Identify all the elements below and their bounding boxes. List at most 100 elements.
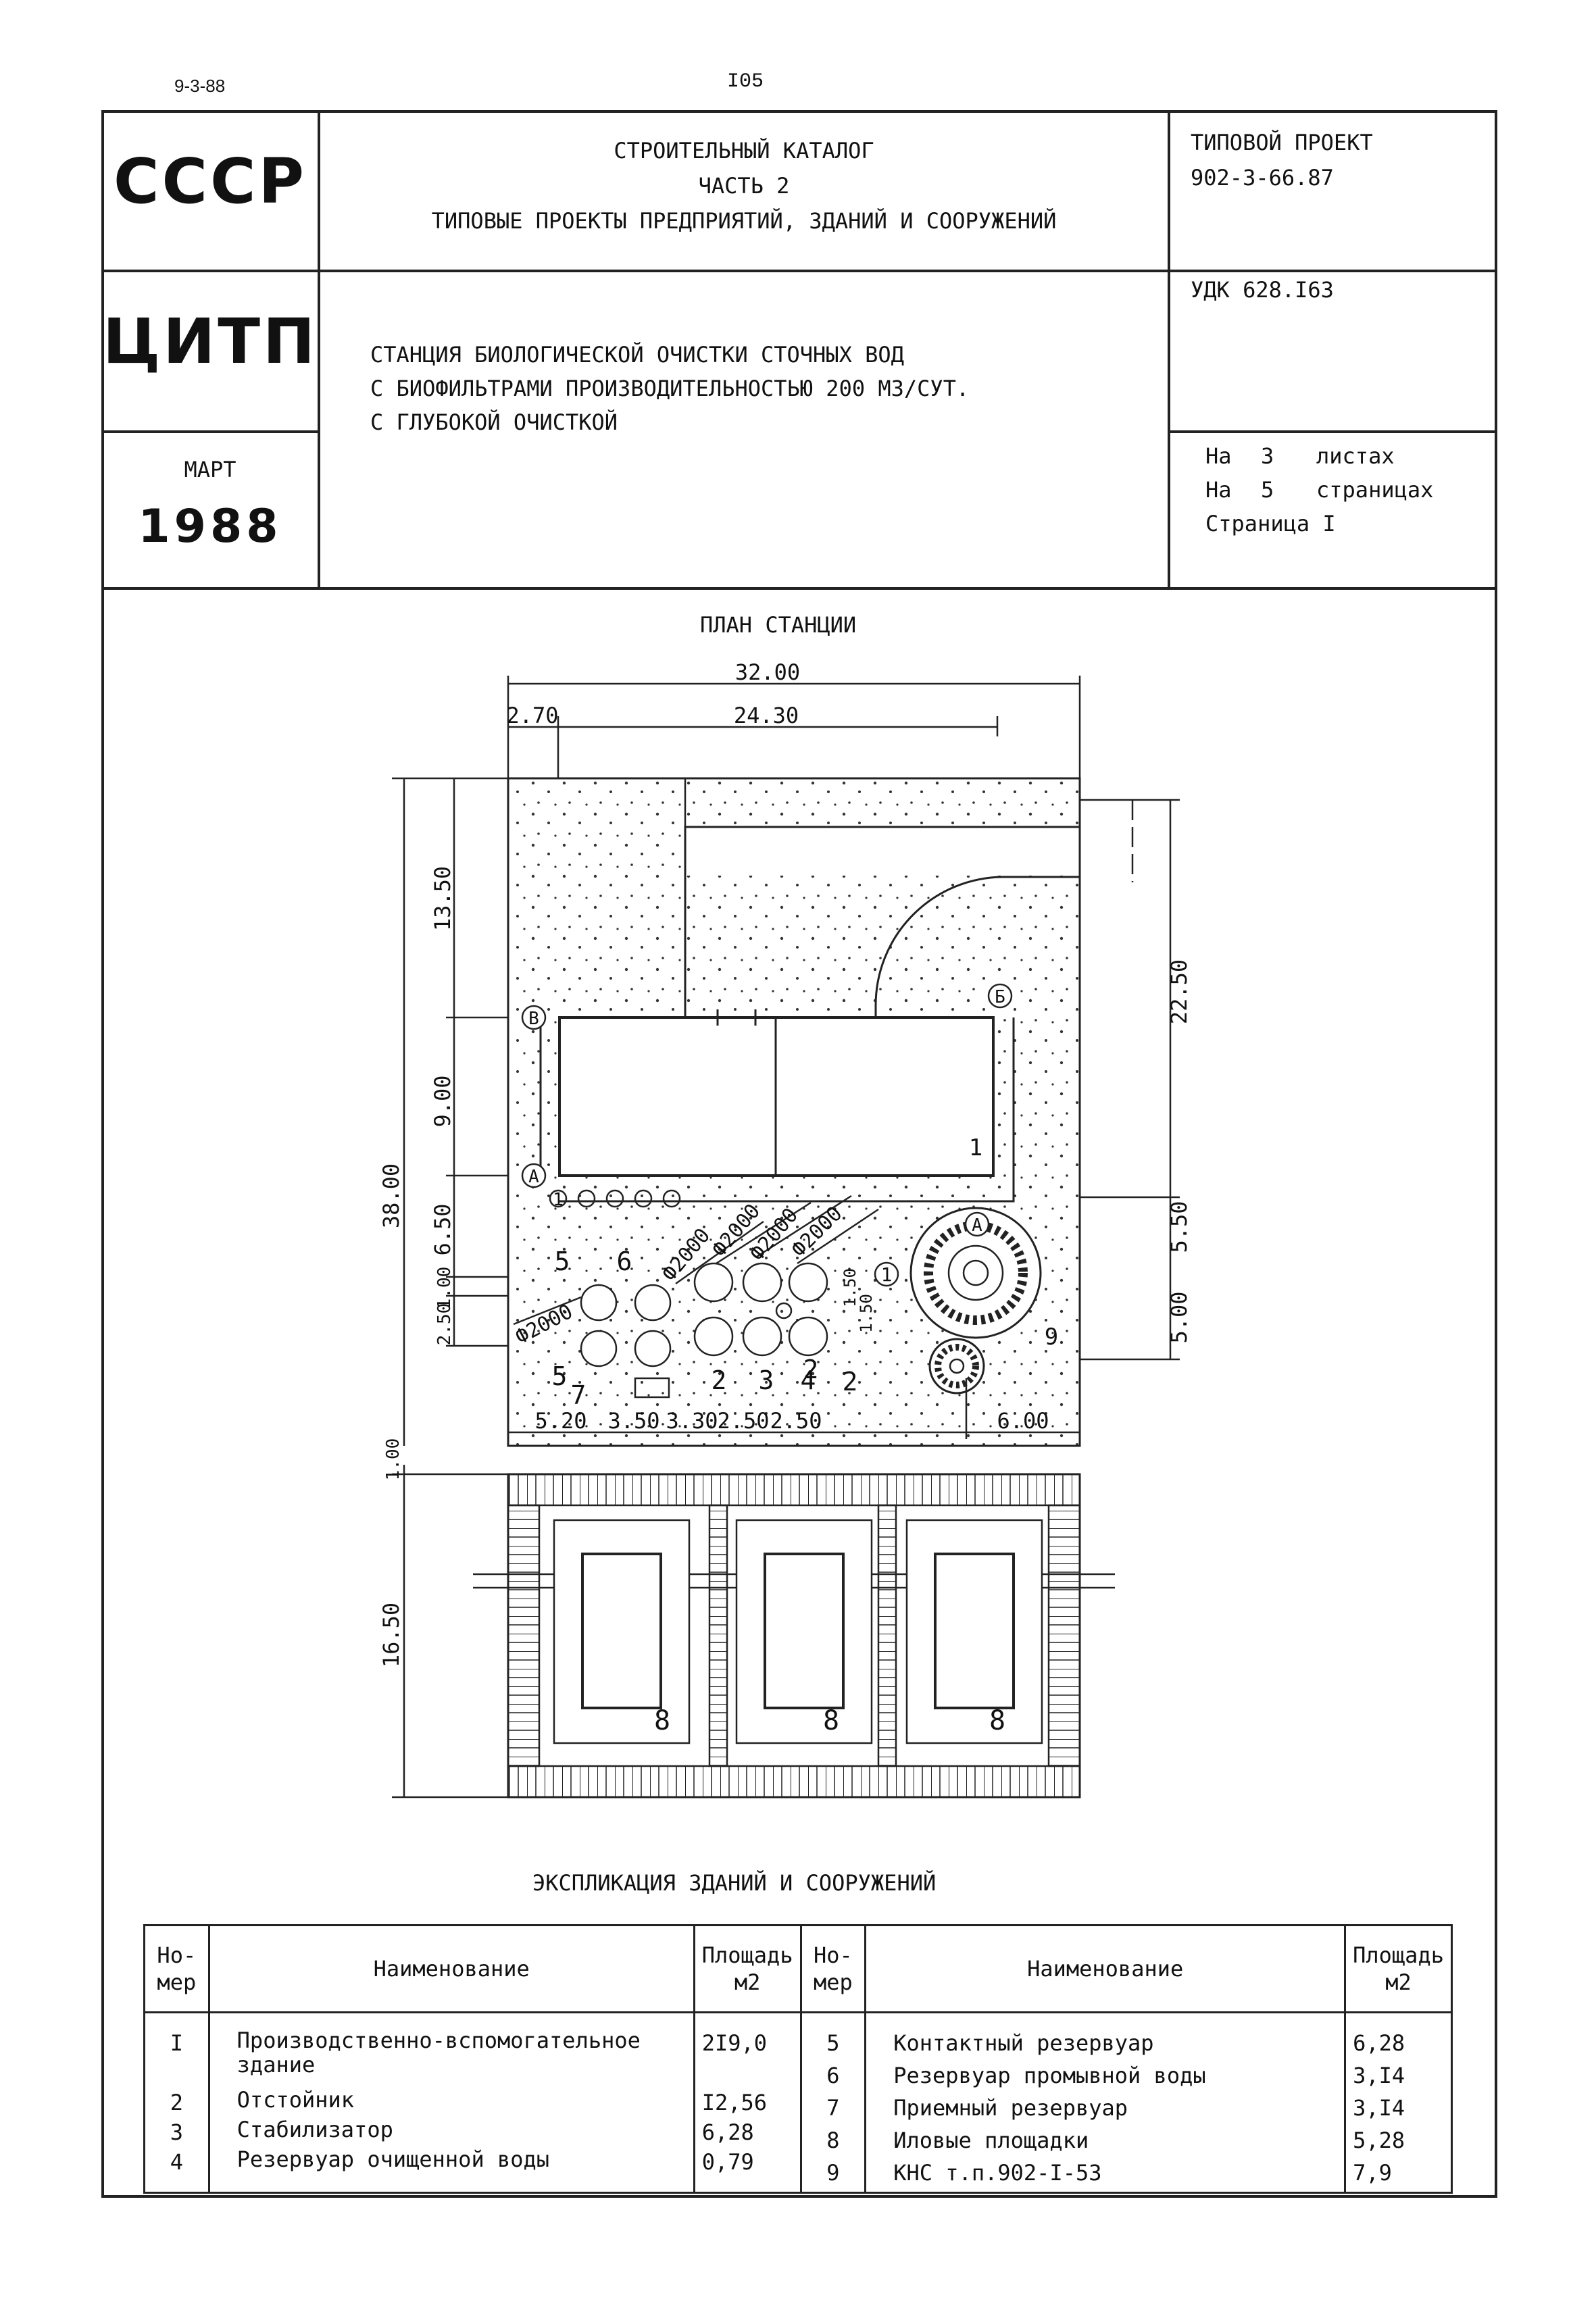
list-item: 0,79 <box>701 2149 754 2175</box>
pages-label-c: страницах <box>1316 477 1434 503</box>
org-citp: ЦИТП <box>102 305 318 378</box>
structure-number: 2 <box>712 1365 727 1395</box>
header-num: Но- мер <box>799 1924 867 2013</box>
structure-number: 4 <box>801 1365 816 1395</box>
left-areas: 2I9,0 I2,56 6,28 0,79 <box>693 2012 802 2194</box>
catalog-line2: ЧАСТЬ 2 <box>698 173 790 199</box>
title-line3: С ГЛУБОКОЙ ОЧИСТКОЙ <box>370 409 618 435</box>
dim-inner-width: 24.30 <box>734 703 799 728</box>
list-item: 9 <box>826 2160 840 2186</box>
list-item: 6,28 <box>1353 2030 1405 2056</box>
title-line2: С БИОФИЛЬТРАМИ ПРОИЗВОДИТЕЛЬНОСТЬЮ 200 М… <box>370 376 970 401</box>
right-nums: 5 6 7 8 9 <box>799 2012 867 2194</box>
dim-left-offset: 2.70 <box>506 703 558 728</box>
list-item: 3 <box>170 2119 183 2145</box>
dim-total-width: 32.00 <box>735 659 800 685</box>
dim-b-330: 3.30 <box>666 1408 718 1434</box>
page-frame <box>101 110 1497 2198</box>
structure-number: 8 <box>823 1705 839 1736</box>
dim-h-100: 1.00 <box>434 1267 455 1309</box>
structure-number: 5 <box>555 1247 570 1276</box>
sheets-count: 3 <box>1261 443 1274 469</box>
dim-h-upper: 13.50 <box>430 866 455 931</box>
explication-title: ЭКСПЛИКАЦИЯ ЗДАНИЙ И СООРУЖЕНИЙ <box>532 1870 937 1896</box>
structure-number: 1 <box>881 1263 893 1286</box>
structure-number: 6 <box>617 1247 632 1276</box>
plan-title: ПЛАН СТАНЦИИ <box>700 612 857 638</box>
axis-label: Б <box>995 987 1005 1007</box>
list-item: Производственно-вспомогательное здание <box>236 2028 641 2078</box>
list-item: I <box>170 2030 183 2056</box>
list-item: Резервуар промывной воды <box>893 2063 1206 2088</box>
sheet-code: 9-3-88 <box>174 76 226 96</box>
header-name: Наименование <box>864 1924 1347 2013</box>
sheets-label-a: На <box>1205 443 1232 469</box>
right-names: Контактный резервуар Резервуар промывной… <box>864 2012 1347 2194</box>
dim-h-650: 6.50 <box>430 1203 455 1255</box>
list-item: 3,I4 <box>1353 2095 1405 2121</box>
catalog-line1: СТРОИТЕЛЬНЫЙ КАТАЛОГ <box>614 138 874 164</box>
list-item: Иловые площадки <box>893 2128 1089 2153</box>
stamp-month: МАРТ <box>184 457 236 482</box>
structure-number: 1 <box>553 1190 564 1210</box>
dim-tank-gap: 1.50 <box>841 1268 859 1307</box>
list-item: 2I9,0 <box>701 2030 768 2056</box>
header-num: Но- мер <box>143 1924 210 2013</box>
explication-table: Но- мер Наименование Площадь м2 Но- мер … <box>143 1924 1453 2194</box>
current-page: Страница I <box>1205 511 1336 536</box>
station-plan: 32.00 2.70 24.30 38.00 13.50 9.00 6.50 1… <box>378 659 1192 1799</box>
project-label: ТИПОВОЙ ПРОЕКТ <box>1191 130 1373 155</box>
structure-number: 5 <box>552 1361 568 1391</box>
dim-b-520: 5.20 <box>534 1408 587 1434</box>
structure-number: 8 <box>654 1705 670 1736</box>
dim-b-600: 6.00 <box>997 1408 1049 1434</box>
dim-h-250: 2.50 <box>434 1303 455 1346</box>
dim-sludge-h: 16.50 <box>378 1603 404 1667</box>
right-areas: 6,28 3,I4 3,I4 5,28 7,9 <box>1344 2012 1453 2194</box>
page-number: I05 <box>727 70 764 93</box>
dim-r-550: 5.50 <box>1166 1201 1192 1253</box>
dim-gap-100: 1.00 <box>383 1438 403 1481</box>
axis-label: А <box>972 1215 982 1236</box>
header-area: Площадь м2 <box>693 1924 802 2013</box>
list-item: Резервуар очищенной воды <box>236 2146 550 2172</box>
title-line1: СТАНЦИЯ БИОЛОГИЧЕСКОЙ ОЧИСТКИ СТОЧНЫХ ВО… <box>370 342 904 368</box>
dim-r-500: 5.00 <box>1166 1291 1192 1343</box>
dim-r-2250: 22.50 <box>1166 959 1192 1024</box>
structure-number: 7 <box>571 1380 587 1410</box>
axis-label: А <box>528 1167 539 1187</box>
dim-b-350: 3.50 <box>607 1408 659 1434</box>
list-item: 2 <box>170 2090 183 2115</box>
list-item: I2,56 <box>701 2090 768 2115</box>
left-nums: I 2 3 4 <box>143 2012 210 2194</box>
list-item: 5,28 <box>1353 2128 1405 2153</box>
left-names: Производственно-вспомогательное здание О… <box>207 2012 695 2194</box>
dim-total-height: 38.00 <box>378 1163 404 1228</box>
list-item: 8 <box>826 2128 840 2153</box>
structure-number: 8 <box>989 1705 1005 1736</box>
list-item: Контактный резервуар <box>893 2030 1154 2056</box>
title-block <box>101 110 1497 590</box>
list-item: 7,9 <box>1353 2160 1392 2186</box>
list-item: Отстойник <box>236 2087 355 2113</box>
list-item: КНС т.п.902-I-53 <box>893 2160 1102 2186</box>
catalog-line3: ТИПОВЫЕ ПРОЕКТЫ ПРЕДПРИЯТИЙ, ЗДАНИЙ И СО… <box>431 208 1057 234</box>
pages-label-a: На <box>1205 477 1232 503</box>
list-item: 5 <box>826 2030 840 2056</box>
list-item: Стабилизатор <box>236 2117 393 2142</box>
structure-number: 2 <box>843 1367 858 1397</box>
list-item: 7 <box>826 2095 840 2121</box>
list-item: 4 <box>170 2149 183 2175</box>
structure-number: 1 <box>969 1134 982 1161</box>
dim-tank-dim: 1.50 <box>857 1294 876 1333</box>
dim-b-250a: 2.50 <box>717 1408 769 1434</box>
table-body: I 2 3 4 Производственно-вспомогательное … <box>143 2012 1453 2194</box>
list-item: 6 <box>826 2063 840 2088</box>
list-item: 3,I4 <box>1353 2063 1405 2088</box>
structure-number: 2 <box>803 1355 819 1384</box>
dim-h-building: 9.00 <box>430 1075 455 1127</box>
list-item: 6,28 <box>701 2119 754 2145</box>
sheets-label-c: листах <box>1316 443 1395 469</box>
structure-number: 9 <box>1045 1324 1058 1351</box>
axis-label: В <box>528 1009 539 1029</box>
